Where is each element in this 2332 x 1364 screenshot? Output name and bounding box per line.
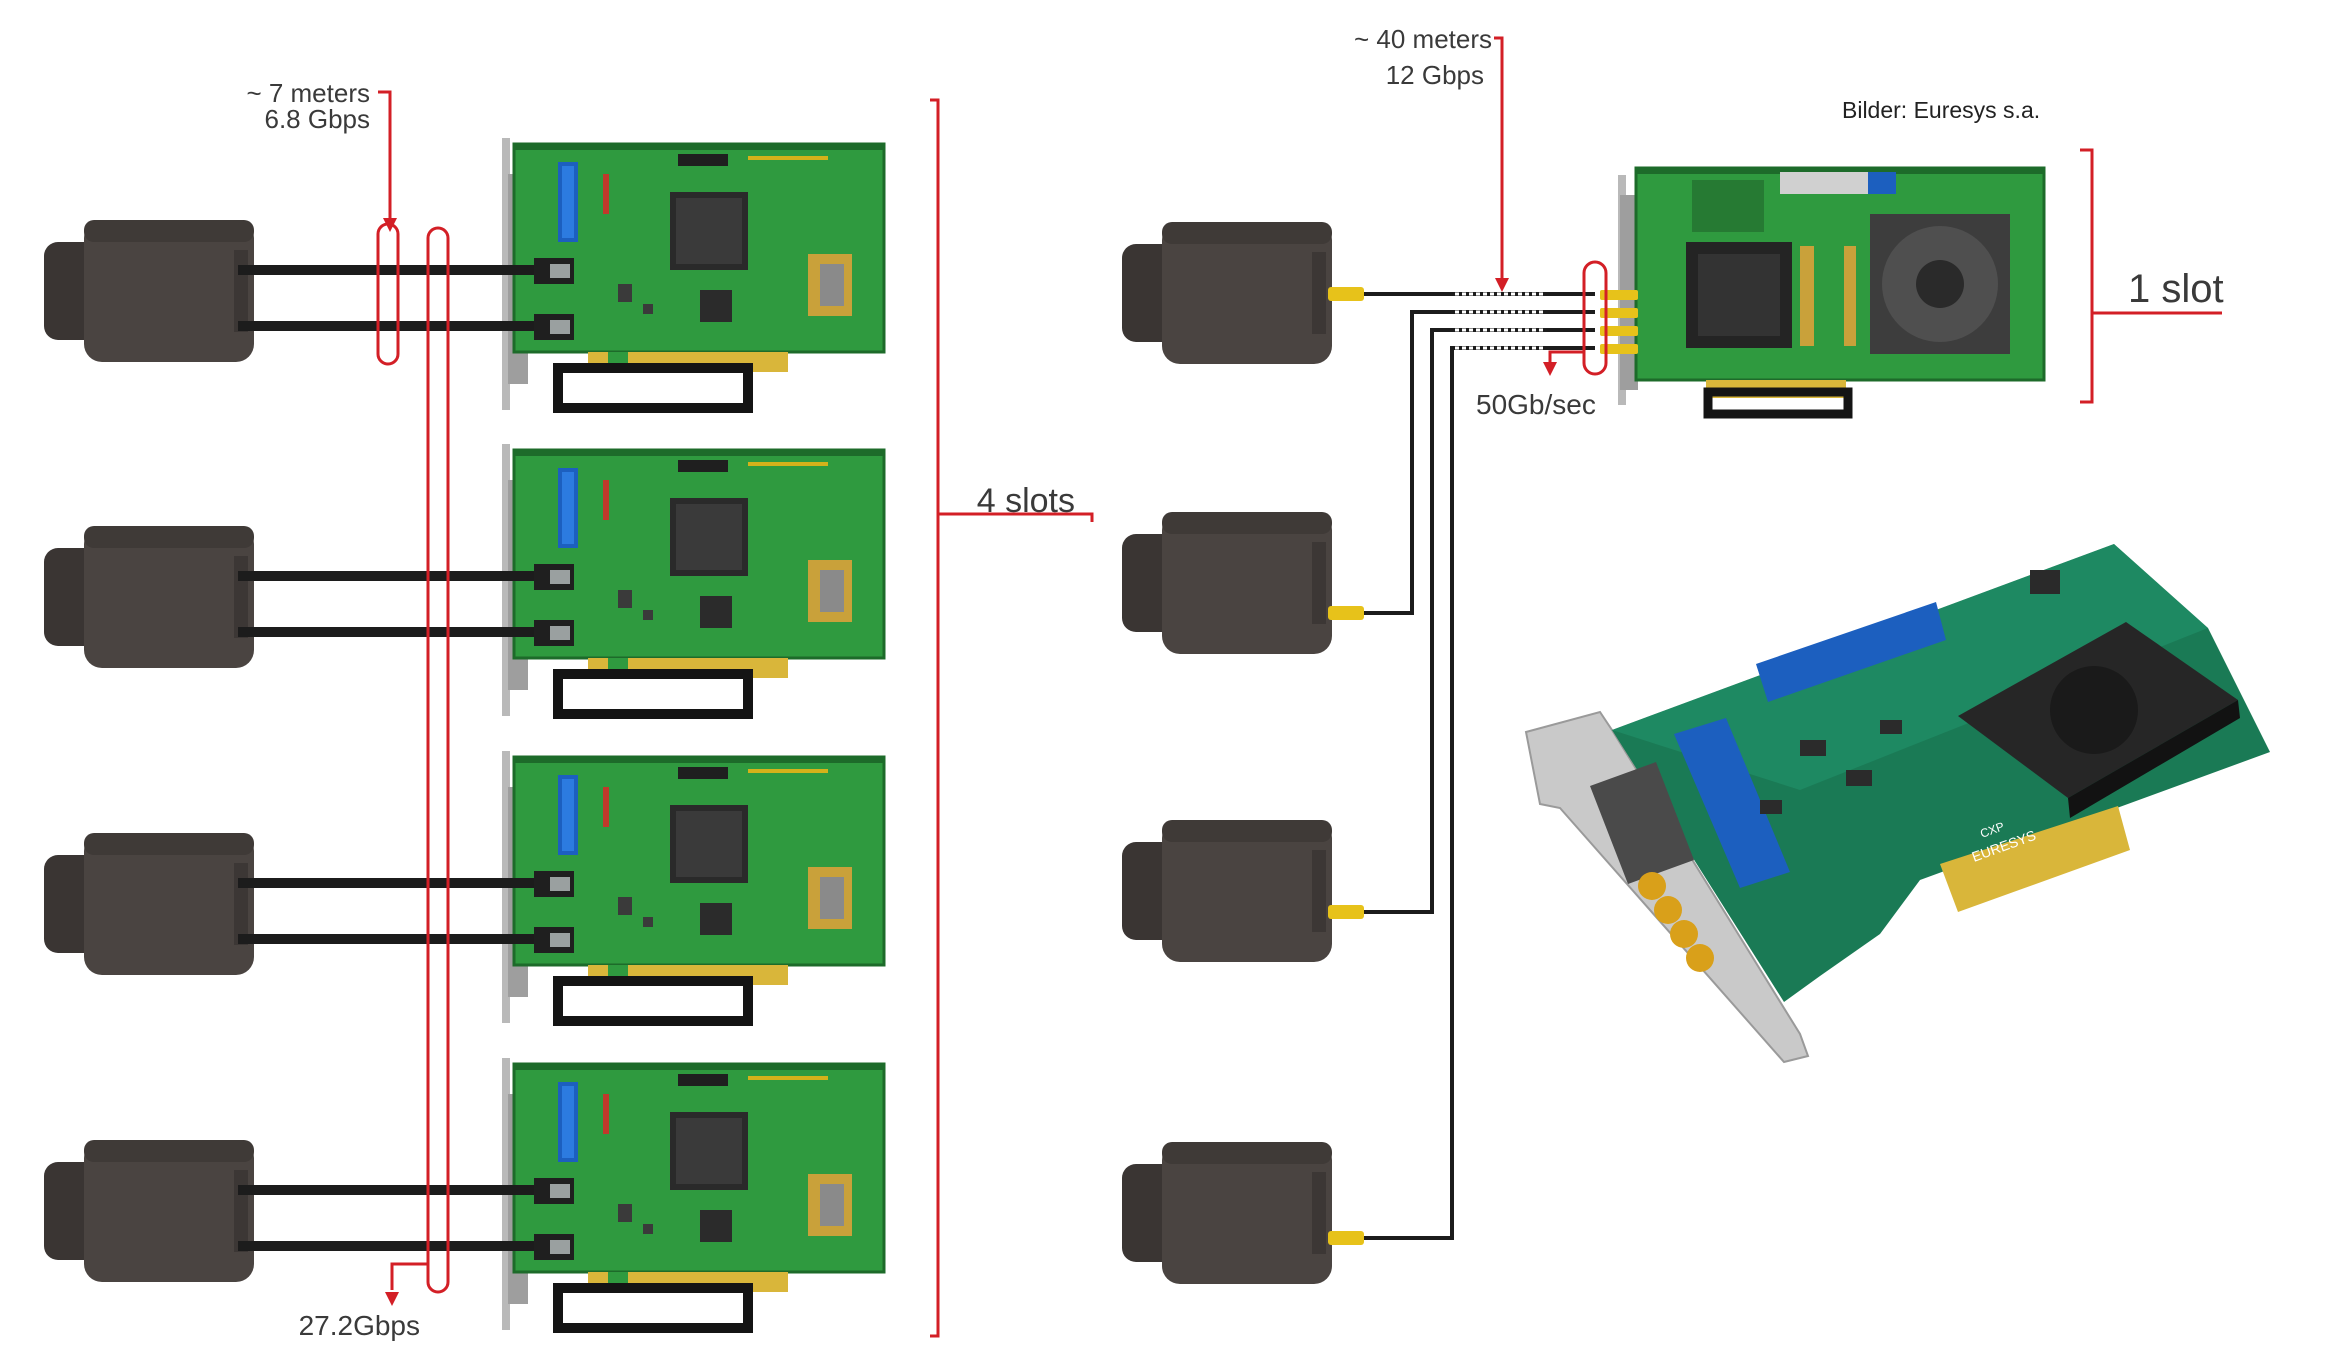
left-cable-length-label: ~ 7 meters: [246, 78, 370, 108]
arrow-down-icon: [1543, 362, 1557, 376]
right-cable-length-label: ~ 40 meters: [1354, 24, 1492, 54]
arrow-down-icon: [383, 218, 397, 232]
camera-icon: [1122, 512, 1332, 654]
right-setup: ~ 40 meters 12 Gbps 50Gb/sec 1 slot Bild…: [1122, 24, 2224, 1284]
camera-icon: [1122, 1142, 1332, 1284]
coaxpress-card-icon: [1600, 166, 2046, 419]
frame-grabber-photo: EURESYS CXP: [1524, 544, 2270, 1064]
frame-grabber-card-icon: [502, 1058, 884, 1330]
left-total-bandwidth-label: 27.2Gbps: [299, 1310, 420, 1341]
right-annotation-lines: [1494, 36, 2222, 404]
camera-icon: [1122, 820, 1332, 962]
frame-grabber-card-icon: [502, 751, 884, 1023]
arrow-down-icon: [1495, 278, 1509, 292]
frame-grabber-card-icon: [502, 138, 884, 410]
left-slots-label: 4 slots: [977, 482, 1075, 520]
fan-heatsink-icon: [1870, 214, 2010, 354]
frame-grabber-card-icon: [502, 444, 884, 716]
fan-heatsink-icon: [2050, 666, 2138, 754]
left-setup: ~ 7 meters 6.8 Gbps 27.2Gbps 4 slots: [44, 78, 1094, 1341]
camera-icon: [1122, 222, 1332, 364]
camera-icon: [44, 1140, 254, 1282]
camera-icon: [44, 833, 254, 975]
camera-icon: [44, 220, 254, 362]
camera-icon: [44, 526, 254, 668]
image-credit: Bilder: Euresys s.a.: [1842, 97, 2040, 123]
right-cable-speed-label: 12 Gbps: [1386, 60, 1484, 90]
right-total-bandwidth-label: 50Gb/sec: [1476, 389, 1596, 420]
left-annotation-lines: [376, 90, 1094, 1338]
right-slots-label: 1 slot: [2128, 267, 2224, 311]
arrow-down-icon: [385, 1292, 399, 1306]
left-cable-speed-label: 6.8 Gbps: [264, 104, 370, 134]
